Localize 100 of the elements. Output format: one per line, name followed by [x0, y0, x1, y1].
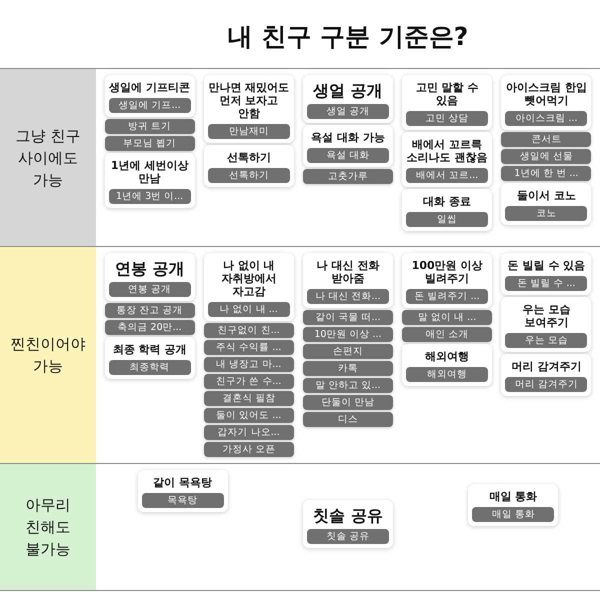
card-title: 둘이서 코노	[516, 189, 576, 202]
card-title: 아이스크림 한입 뺏어먹기	[505, 81, 588, 107]
answer-card	[104, 253, 195, 301]
answer-card	[402, 344, 492, 386]
row-header: 찐친이어야 가능	[0, 247, 96, 463]
answer-tag: 갑자기 나오...	[204, 425, 294, 440]
answer-tag: 만남재미	[208, 124, 290, 139]
answer-tag: 같이 국물 떠...	[302, 310, 393, 325]
answer-card	[302, 500, 393, 548]
answer-tag: 통장 잔고 공개	[104, 303, 195, 318]
answer-card	[402, 132, 492, 187]
answer-card	[402, 75, 492, 130]
answer-tag: 디스	[302, 412, 393, 427]
answer-tag: 최종학력	[108, 360, 191, 375]
answer-tag: 머리 감겨주기	[505, 377, 588, 392]
answer-tag: 손편지	[302, 344, 393, 359]
card-title: 돈 빌릴 수 있음	[508, 259, 586, 272]
row-header: 그냥 친구 사이에도 가능	[0, 69, 96, 246]
answer-card	[501, 253, 592, 295]
board-row	[0, 68, 600, 246]
answer-tag: 칫솔 공유	[306, 529, 389, 544]
answer-tag: 1년에 3번 이...	[108, 189, 191, 204]
card-title: 대화 종료	[423, 195, 472, 208]
answer-card	[302, 75, 393, 123]
answer-tag: 고춧가루	[302, 169, 393, 184]
answer-card	[204, 253, 294, 321]
answer-card	[402, 253, 492, 308]
answer-tag: 애인 소개	[402, 327, 492, 342]
answer-card	[402, 189, 492, 231]
answer-tag: 돈 빌려주기 ...	[406, 289, 488, 304]
card-title: 만나면 재밌어도 먼저 보자고 안함	[208, 81, 290, 120]
answer-tag: 생일에 기프...	[108, 98, 191, 113]
card-title: 생일에 기프티콘	[109, 81, 190, 94]
answer-card	[104, 153, 195, 208]
answer-tag: 선톡하기	[208, 168, 290, 183]
answer-tag: 가정사 오픈	[204, 442, 294, 457]
card-title: 해외여행	[425, 350, 470, 363]
answer-tag: 해외여행	[406, 367, 488, 382]
card-title: 선톡하기	[226, 151, 271, 164]
answer-card	[302, 125, 393, 167]
answer-tag: 배에서 꼬르...	[406, 168, 488, 183]
card-title: 머리 감겨주기	[511, 360, 582, 373]
answer-tag: 말 없이 내 ...	[402, 310, 492, 325]
board-row	[0, 463, 600, 591]
card-title: 연봉 공개	[114, 259, 184, 278]
answer-tag: 일씹	[406, 212, 488, 227]
answer-tag: 부모님 뵙기	[104, 136, 195, 151]
answer-card	[501, 183, 592, 225]
answer-tag: 돈 빌릴 수 ...	[505, 276, 588, 291]
answer-card	[204, 145, 294, 187]
row-header: 아무리 친해도 불가능	[0, 464, 96, 590]
answer-card	[501, 354, 592, 396]
answer-card	[501, 75, 592, 130]
answer-tag: 카톡	[302, 361, 393, 376]
answer-card	[104, 75, 195, 117]
board-title: 내 친구 구분 기준은?	[228, 22, 468, 52]
card-title: 최종 학력 공개	[112, 343, 186, 356]
answer-tag: 콘서트	[501, 132, 592, 147]
card-title: 고민 말할 수 있음	[414, 81, 480, 107]
answer-tag: 코노	[505, 206, 588, 221]
card-title: 1년에 세번이상 만남	[110, 159, 190, 185]
card-title: 100만원 이상 빌려주기	[410, 259, 484, 285]
answer-tag: 우는 모습	[505, 333, 588, 348]
answer-card	[501, 297, 592, 352]
card-title: 같이 목욕탕	[153, 476, 212, 489]
answer-tag: 매일 통화	[472, 507, 554, 522]
answer-tag: 둘이 있어도 ...	[204, 408, 294, 423]
answer-tag: 친구가 쓴 수...	[204, 374, 294, 389]
card-title: 칫솔 공유	[313, 506, 383, 525]
answer-tag: 목욕탕	[142, 493, 224, 508]
card-title: 배에서 꼬르륵 소리나도 괜찮음	[406, 138, 488, 164]
answer-card	[302, 253, 393, 308]
card-title: 생얼 공개	[313, 81, 383, 100]
answer-tag: 1년에 한 번 ...	[501, 166, 592, 181]
answer-card	[204, 75, 294, 143]
answer-tag: 방귀 트기	[104, 119, 195, 134]
answer-tag: 주식 수익률 ...	[204, 340, 294, 355]
card-title: 매일 통화	[489, 490, 538, 503]
answer-tag: 단둘이 만남	[302, 395, 393, 410]
board-row	[0, 246, 600, 463]
card-title: 우는 모습 보여주기	[521, 303, 572, 329]
answer-tag: 말 안하고 있...	[302, 378, 393, 393]
card-title: 욕설 대화 가능	[311, 131, 385, 144]
answer-tag: 나 없이 내 ...	[208, 302, 290, 317]
answer-tag: 생일에 선물	[501, 149, 592, 164]
answer-card	[468, 484, 558, 526]
answer-tag: 연봉 공개	[108, 282, 191, 297]
answer-tag: 욕설 대화	[306, 148, 389, 163]
answer-tag: 생얼 공개	[306, 104, 389, 119]
answer-tag: 아이스크림 ...	[505, 111, 588, 126]
answer-card	[104, 337, 195, 379]
answer-tag: 축의금 20만...	[104, 320, 195, 335]
answer-tag: 친구없이 친...	[204, 323, 294, 338]
answer-tag: 내 냉장고 마...	[204, 357, 294, 372]
answer-tag: 고민 상담	[406, 111, 488, 126]
answer-tag: 나 대신 전화...	[306, 289, 389, 304]
answer-card	[138, 470, 228, 512]
card-title: 나 없이 내 자취방에서 자고감	[220, 259, 278, 298]
answer-tag: 10만원 이상 ...	[302, 327, 393, 342]
answer-tag: 결혼식 필참	[204, 391, 294, 406]
